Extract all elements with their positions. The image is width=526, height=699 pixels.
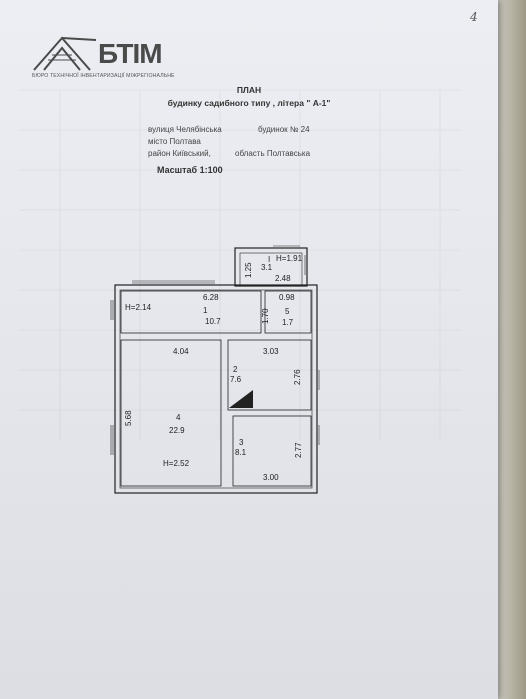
room-3-outline: [232, 415, 312, 487]
address-street: вулиця Челябінська: [148, 125, 222, 134]
dim-room4-width: 4.04: [173, 347, 189, 356]
address-building: будинок № 24: [258, 125, 310, 134]
floor-plan: 6.28 H=2.14 1 10.7 1.70 0.98 5 1.7 I 3.1…: [110, 245, 320, 494]
dim-room5-width: 0.98: [279, 293, 295, 302]
address-city: місто Полтава: [148, 137, 201, 146]
room-3-number: 3: [239, 438, 244, 447]
btim-logo: БТІМ БЮРО ТЕХНІЧНОЇ ІНВЕНТАРИЗАЦІЇ МІЖРЕ…: [30, 28, 190, 84]
porch-inner: [239, 252, 303, 286]
document-title: ПЛАН: [236, 85, 262, 95]
dim-room3-height: 2.77: [294, 442, 303, 458]
porch-number: I: [268, 255, 270, 264]
room-4-number: 4: [176, 413, 181, 422]
dim-room2-width: 3.03: [263, 347, 279, 356]
height-front: H=2.14: [125, 303, 152, 312]
room-1-number: 1: [203, 306, 208, 315]
room-4-area: 22.9: [169, 426, 185, 435]
dim-room3-width: 3.00: [263, 473, 279, 482]
height-porch: H=1.91: [276, 254, 303, 263]
height-main: H=2.52: [163, 459, 190, 468]
porch-outer: [234, 247, 308, 287]
inner-wall: [119, 289, 313, 489]
room-1-area: 10.7: [205, 317, 221, 326]
dim-porch-width: 2.48: [275, 274, 291, 283]
room-2-number: 2: [233, 365, 238, 374]
document-subtitle: будинку садибного типу , літера " А-1": [167, 98, 331, 108]
logo-name: БТІМ: [98, 38, 163, 69]
room-5-outline: [264, 290, 312, 334]
room-4-outline: [120, 339, 222, 487]
room-5-number: 5: [285, 307, 290, 316]
dim-room1-width: 6.28: [203, 293, 219, 302]
porch-area: 3.1: [261, 263, 273, 272]
stair-mark: [229, 390, 253, 408]
dim-porch-height: 1.25: [244, 262, 253, 278]
room-5-area: 1.7: [282, 318, 294, 327]
paper-edge: [498, 0, 526, 699]
document-page: 4 БТІМ БЮРО ТЕХНІЧНОЇ ІНВЕНТАРИЗАЦІЇ МІЖ…: [0, 0, 498, 699]
address-region: область Полтавська: [235, 149, 311, 158]
page-number: 4: [470, 10, 478, 24]
room-3-area: 8.1: [235, 448, 247, 457]
room-1-outline: [120, 290, 262, 334]
dim-room4-height: 5.68: [124, 410, 133, 426]
dim-room2-height: 2.76: [293, 369, 302, 385]
address-district: район Київський,: [148, 149, 211, 158]
room-2-area: 7.6: [230, 375, 242, 384]
dim-room1-height: 1.70: [261, 308, 270, 324]
house-logo-icon: [33, 36, 97, 71]
logo-subtitle: БЮРО ТЕХНІЧНОЇ ІНВЕНТАРИЗАЦІЇ МІЖРЕГІОНА…: [32, 73, 175, 79]
room-2-outline: [227, 339, 312, 411]
scale-label: Масштаб 1:100: [157, 165, 223, 175]
bleed-through-grid: [20, 89, 460, 440]
